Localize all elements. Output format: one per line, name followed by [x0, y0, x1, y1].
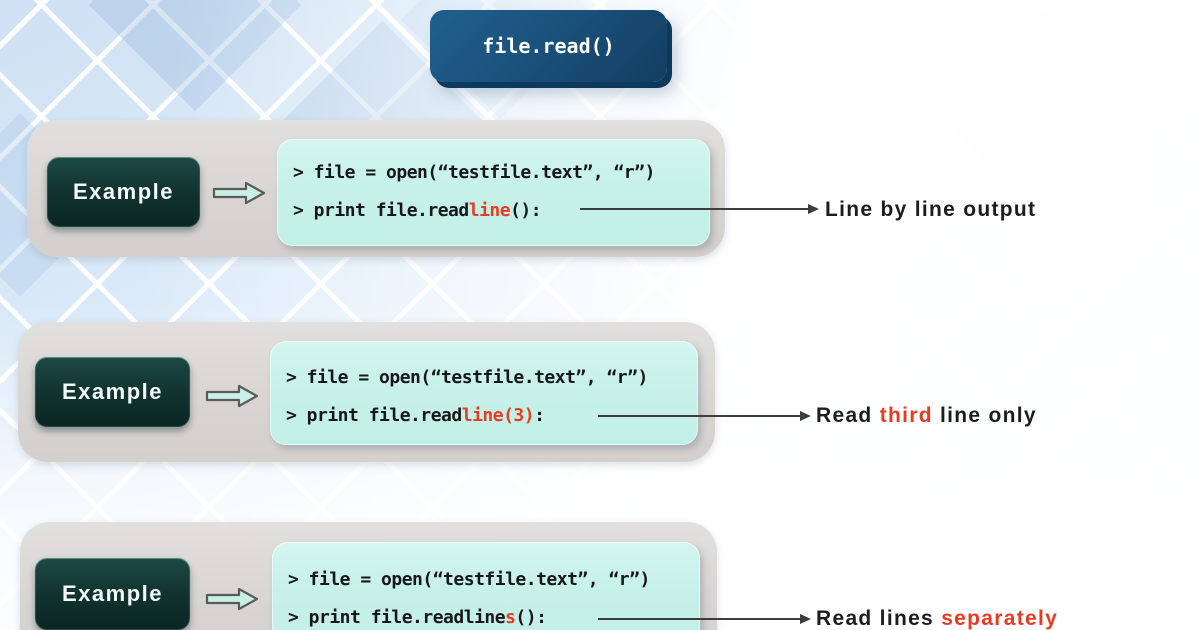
connector-arrow-icon: [580, 204, 819, 214]
connector-arrow-icon: [598, 614, 811, 624]
annotation-label: Read lines separately: [816, 607, 1059, 630]
example-button[interactable]: Example: [35, 558, 190, 630]
connector-arrow-icon: [598, 411, 811, 421]
arrow-right-icon: [205, 384, 259, 408]
annotation-highlight: third: [879, 404, 933, 427]
arrow-right-icon: [205, 587, 259, 611]
annotation-highlight: separately: [941, 607, 1059, 630]
code-block: > file = open(“testfile.text”, “r”) > pr…: [270, 341, 698, 445]
code-block: > file = open(“testfile.text”, “r”) > pr…: [272, 542, 700, 630]
title-label: file.read(): [482, 34, 615, 58]
example-button[interactable]: Example: [47, 157, 200, 227]
code-line-2: > print file.readlines():: [288, 607, 547, 628]
example-button-label: Example: [62, 581, 163, 606]
code-highlight: s: [505, 607, 516, 628]
annotation-label: Read third line only: [816, 404, 1037, 427]
example-button[interactable]: Example: [35, 357, 190, 427]
arrow-right-icon: [212, 181, 266, 205]
code-highlight: line(3): [461, 405, 535, 426]
code-line-1: > file = open(“testfile.text”, “r”): [293, 162, 655, 183]
annotation-label: Line by line output: [825, 198, 1037, 221]
example-button-label: Example: [73, 179, 174, 204]
code-block: > file = open(“testfile.text”, “r”) > pr…: [277, 139, 710, 246]
example-button-label: Example: [62, 379, 163, 404]
code-line-1: > file = open(“testfile.text”, “r”): [288, 569, 650, 590]
code-line-2: > print file.readline():: [293, 200, 542, 221]
code-line-1: > file = open(“testfile.text”, “r”): [286, 367, 648, 388]
code-line-2: > print file.readline(3):: [286, 405, 545, 426]
code-highlight: line: [468, 200, 511, 221]
title-badge: file.read(): [430, 10, 667, 82]
